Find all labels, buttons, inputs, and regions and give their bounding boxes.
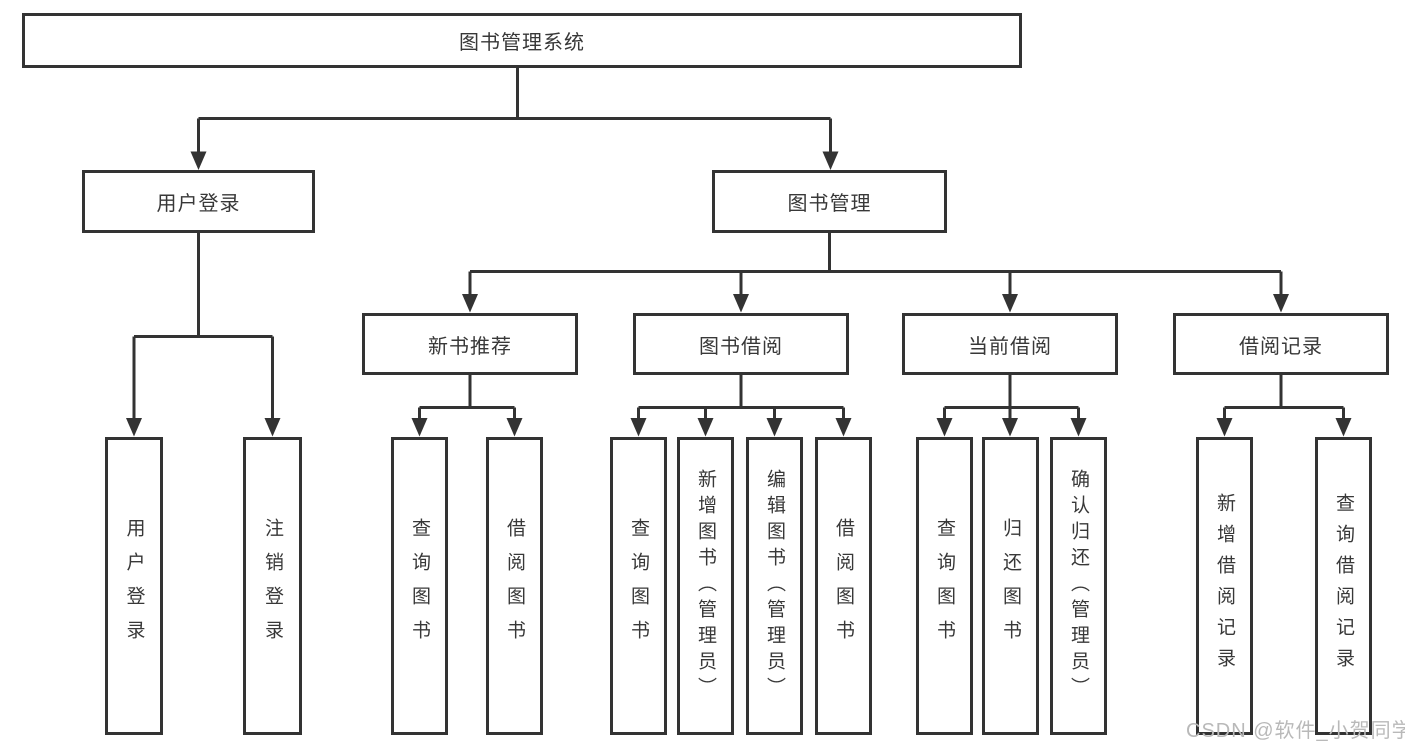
node-book-borrowing: 图书借阅 bbox=[633, 313, 849, 375]
node-label: 查询借阅记录 bbox=[1333, 493, 1354, 679]
node-label: 查询图书 bbox=[934, 518, 955, 654]
node-label: 新书推荐 bbox=[428, 335, 512, 358]
arrowhead bbox=[733, 294, 749, 313]
node-label: 借阅图书 bbox=[504, 518, 525, 654]
arrowhead bbox=[1273, 294, 1289, 313]
node-label: 用户登录 bbox=[123, 518, 145, 654]
arrowhead bbox=[462, 294, 478, 313]
node-label: 借阅记录 bbox=[1239, 335, 1323, 358]
node-label: 借阅图书 bbox=[833, 518, 854, 654]
node-user-login: 用户登录 bbox=[82, 170, 315, 233]
node-query-books-current: 查询图书 bbox=[916, 437, 973, 735]
node-label: 新增图书（管理员） bbox=[695, 469, 716, 703]
arrowhead bbox=[822, 151, 839, 170]
node-borrow-books-borrowing: 借阅图书 bbox=[815, 437, 872, 735]
connector-new-book-recommend-children bbox=[418, 375, 516, 420]
node-confirm-return-admin: 确认归还（管理员） bbox=[1050, 437, 1107, 735]
arrowhead bbox=[835, 418, 852, 437]
node-label: 编辑图书（管理员） bbox=[764, 469, 785, 703]
node-user-login-action: 用户登录 bbox=[105, 437, 163, 735]
node-query-borrow-record: 查询借阅记录 bbox=[1315, 437, 1372, 735]
arrowhead bbox=[411, 418, 428, 437]
connector-user-login-children bbox=[132, 233, 274, 420]
node-label: 注销登录 bbox=[262, 518, 283, 654]
node-label: 归还图书 bbox=[1000, 518, 1021, 654]
arrowhead bbox=[936, 418, 953, 437]
node-label: 图书借阅 bbox=[699, 335, 783, 358]
connector-borrowing-records-children bbox=[1223, 375, 1345, 420]
node-book-management: 图书管理 bbox=[712, 170, 947, 233]
arrowhead bbox=[1335, 418, 1352, 437]
node-borrowing-records: 借阅记录 bbox=[1173, 313, 1389, 375]
node-new-book-recommend: 新书推荐 bbox=[362, 313, 578, 375]
connector-book-borrowing-children bbox=[637, 375, 845, 420]
arrowhead bbox=[1002, 418, 1018, 437]
arrowhead bbox=[1070, 418, 1087, 437]
node-edit-books-admin: 编辑图书（管理员） bbox=[746, 437, 803, 735]
arrowhead bbox=[126, 418, 142, 437]
connector-book-management-children bbox=[468, 233, 1283, 296]
arrowhead bbox=[1216, 418, 1233, 437]
node-label: 当前借阅 bbox=[968, 335, 1052, 358]
node-label: 用户登录 bbox=[156, 193, 241, 215]
node-label: 查询图书 bbox=[409, 518, 430, 654]
node-label: 查询图书 bbox=[628, 518, 649, 654]
watermark: CSDN @软件_小贺同学 bbox=[1186, 720, 1405, 742]
arrowhead bbox=[630, 418, 647, 437]
connector-current-borrowing-children bbox=[943, 375, 1080, 420]
arrowhead bbox=[1002, 294, 1018, 313]
node-label: 确认归还（管理员） bbox=[1068, 469, 1089, 703]
node-borrow-books-recommend: 借阅图书 bbox=[486, 437, 543, 735]
node-add-books-admin: 新增图书（管理员） bbox=[677, 437, 734, 735]
node-add-borrow-record: 新增借阅记录 bbox=[1196, 437, 1253, 735]
arrowhead bbox=[506, 418, 523, 437]
node-label: 图书管理 bbox=[787, 193, 872, 215]
arrowhead bbox=[766, 418, 783, 437]
node-library-management-system: 图书管理系统 bbox=[22, 13, 1022, 68]
arrowhead bbox=[190, 151, 207, 170]
arrowhead bbox=[264, 418, 281, 437]
node-label: 新增借阅记录 bbox=[1214, 493, 1235, 679]
connector-root-to-level2 bbox=[197, 68, 832, 154]
arrowhead bbox=[697, 418, 714, 437]
node-current-borrowing: 当前借阅 bbox=[902, 313, 1118, 375]
node-query-books-borrowing: 查询图书 bbox=[610, 437, 667, 735]
node-query-books-recommend: 查询图书 bbox=[391, 437, 448, 735]
node-return-books: 归还图书 bbox=[982, 437, 1039, 735]
node-logout-action: 注销登录 bbox=[243, 437, 302, 735]
node-label: 图书管理系统 bbox=[459, 32, 585, 54]
